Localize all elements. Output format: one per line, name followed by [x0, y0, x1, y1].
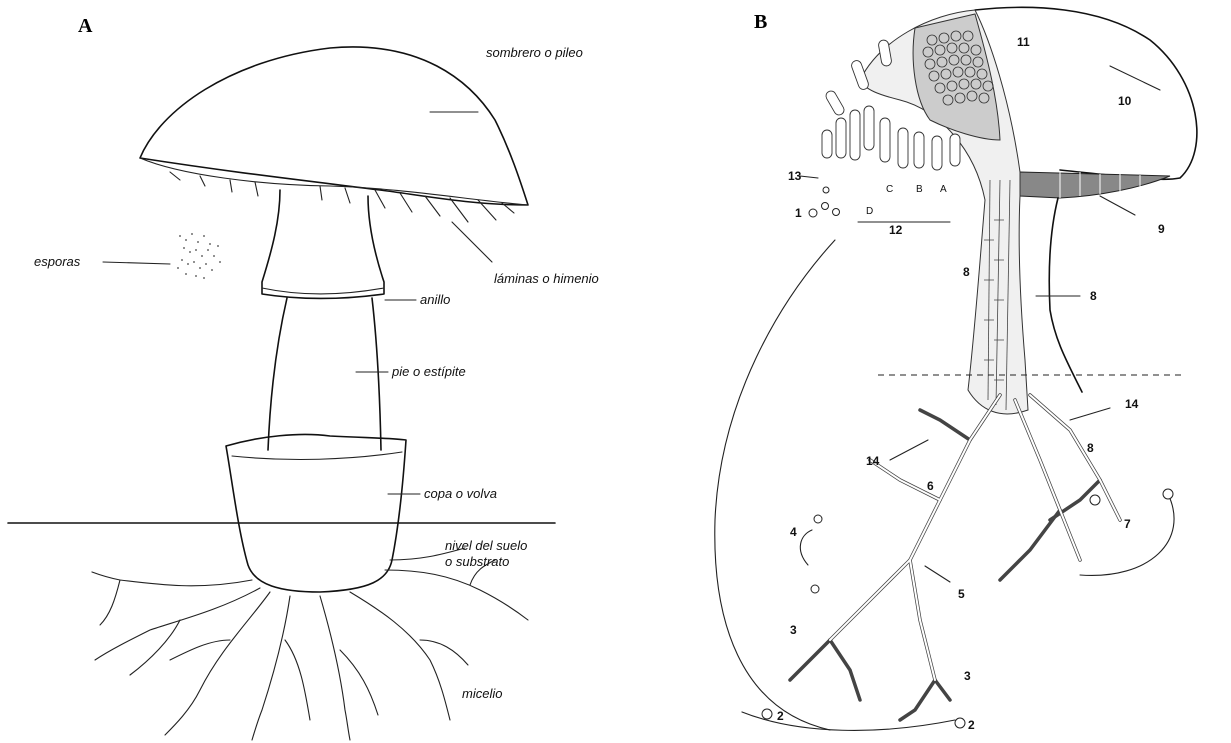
b-num-8c: 8: [1087, 441, 1094, 455]
ground-label-line2: o substrato: [445, 554, 509, 569]
ring-label: anillo: [420, 292, 450, 307]
b-arrow-5: [925, 566, 950, 582]
mycelium-label: micelio: [462, 686, 502, 701]
b-num-7: 7: [1124, 517, 1131, 531]
b-gill-wedge: [1020, 172, 1170, 198]
spores-label: esporas: [34, 254, 81, 269]
b-num-5a: 5: [958, 587, 965, 601]
stipe: [268, 298, 381, 450]
b-arrow-14r: [1070, 408, 1110, 420]
ring: [262, 190, 384, 299]
b-stipe: [1049, 198, 1082, 392]
volva-label: copa o volva: [424, 486, 497, 501]
b-mycelium: [790, 395, 1120, 720]
mycelium-roots: [92, 548, 528, 740]
spores-leader: [103, 262, 170, 264]
b-letter-d: D: [866, 206, 873, 217]
b-cycle-4: [800, 530, 812, 565]
panel-b-letter: B: [754, 11, 767, 33]
cap-label: sombrero o pileo: [486, 45, 583, 60]
b-cycle-7: [1080, 494, 1174, 575]
b-num-8b: 8: [963, 265, 970, 279]
b-num-4: 4: [790, 525, 797, 539]
panel-a: A: [8, 15, 599, 740]
b-arrow-14l: [890, 440, 928, 460]
ring-edge: [262, 288, 384, 294]
b-arrow-10: [1110, 66, 1160, 90]
gill-lines: [170, 172, 514, 222]
b-num-3b: 3: [964, 669, 971, 683]
b-letter-c: C: [886, 184, 893, 195]
b-cycle-bottom: [742, 712, 955, 730]
panel-b: B: [715, 7, 1197, 732]
cap-outline: [140, 47, 528, 205]
gills-label: láminas o himenio: [494, 271, 599, 286]
b-num-9: 9: [1158, 222, 1165, 236]
b-arrow-9: [1100, 196, 1135, 215]
b-arrow-13: [800, 176, 818, 178]
b-num-6: 6: [927, 479, 934, 493]
b-letter-a: A: [940, 184, 947, 195]
b-num-12: 12: [889, 223, 903, 237]
ground-label-line1: nivel del suelo: [445, 538, 527, 553]
b-num-8a: 8: [1090, 289, 1097, 303]
spore-cloud: [177, 233, 221, 279]
b-num-10: 10: [1118, 94, 1132, 108]
b-letter-b: B: [916, 184, 923, 195]
b-num-13: 13: [788, 169, 802, 183]
b-cap-tissue: [860, 10, 1028, 414]
b-num-3a: 3: [790, 623, 797, 637]
volva-rim: [232, 452, 402, 459]
b-num-2b: 2: [968, 718, 975, 732]
b-num-11: 11: [1017, 35, 1030, 49]
b-num-14b: 14: [866, 454, 880, 468]
b-num-1: 1: [795, 206, 802, 220]
stipe-label: pie o estípite: [391, 364, 466, 379]
b-num-2a: 2: [777, 709, 784, 723]
panel-a-letter: A: [78, 15, 93, 37]
b-num-14a: 14: [1125, 397, 1139, 411]
gills-leader: [452, 222, 492, 262]
b-cycle-left: [715, 240, 835, 730]
cap-underside: [140, 158, 528, 205]
